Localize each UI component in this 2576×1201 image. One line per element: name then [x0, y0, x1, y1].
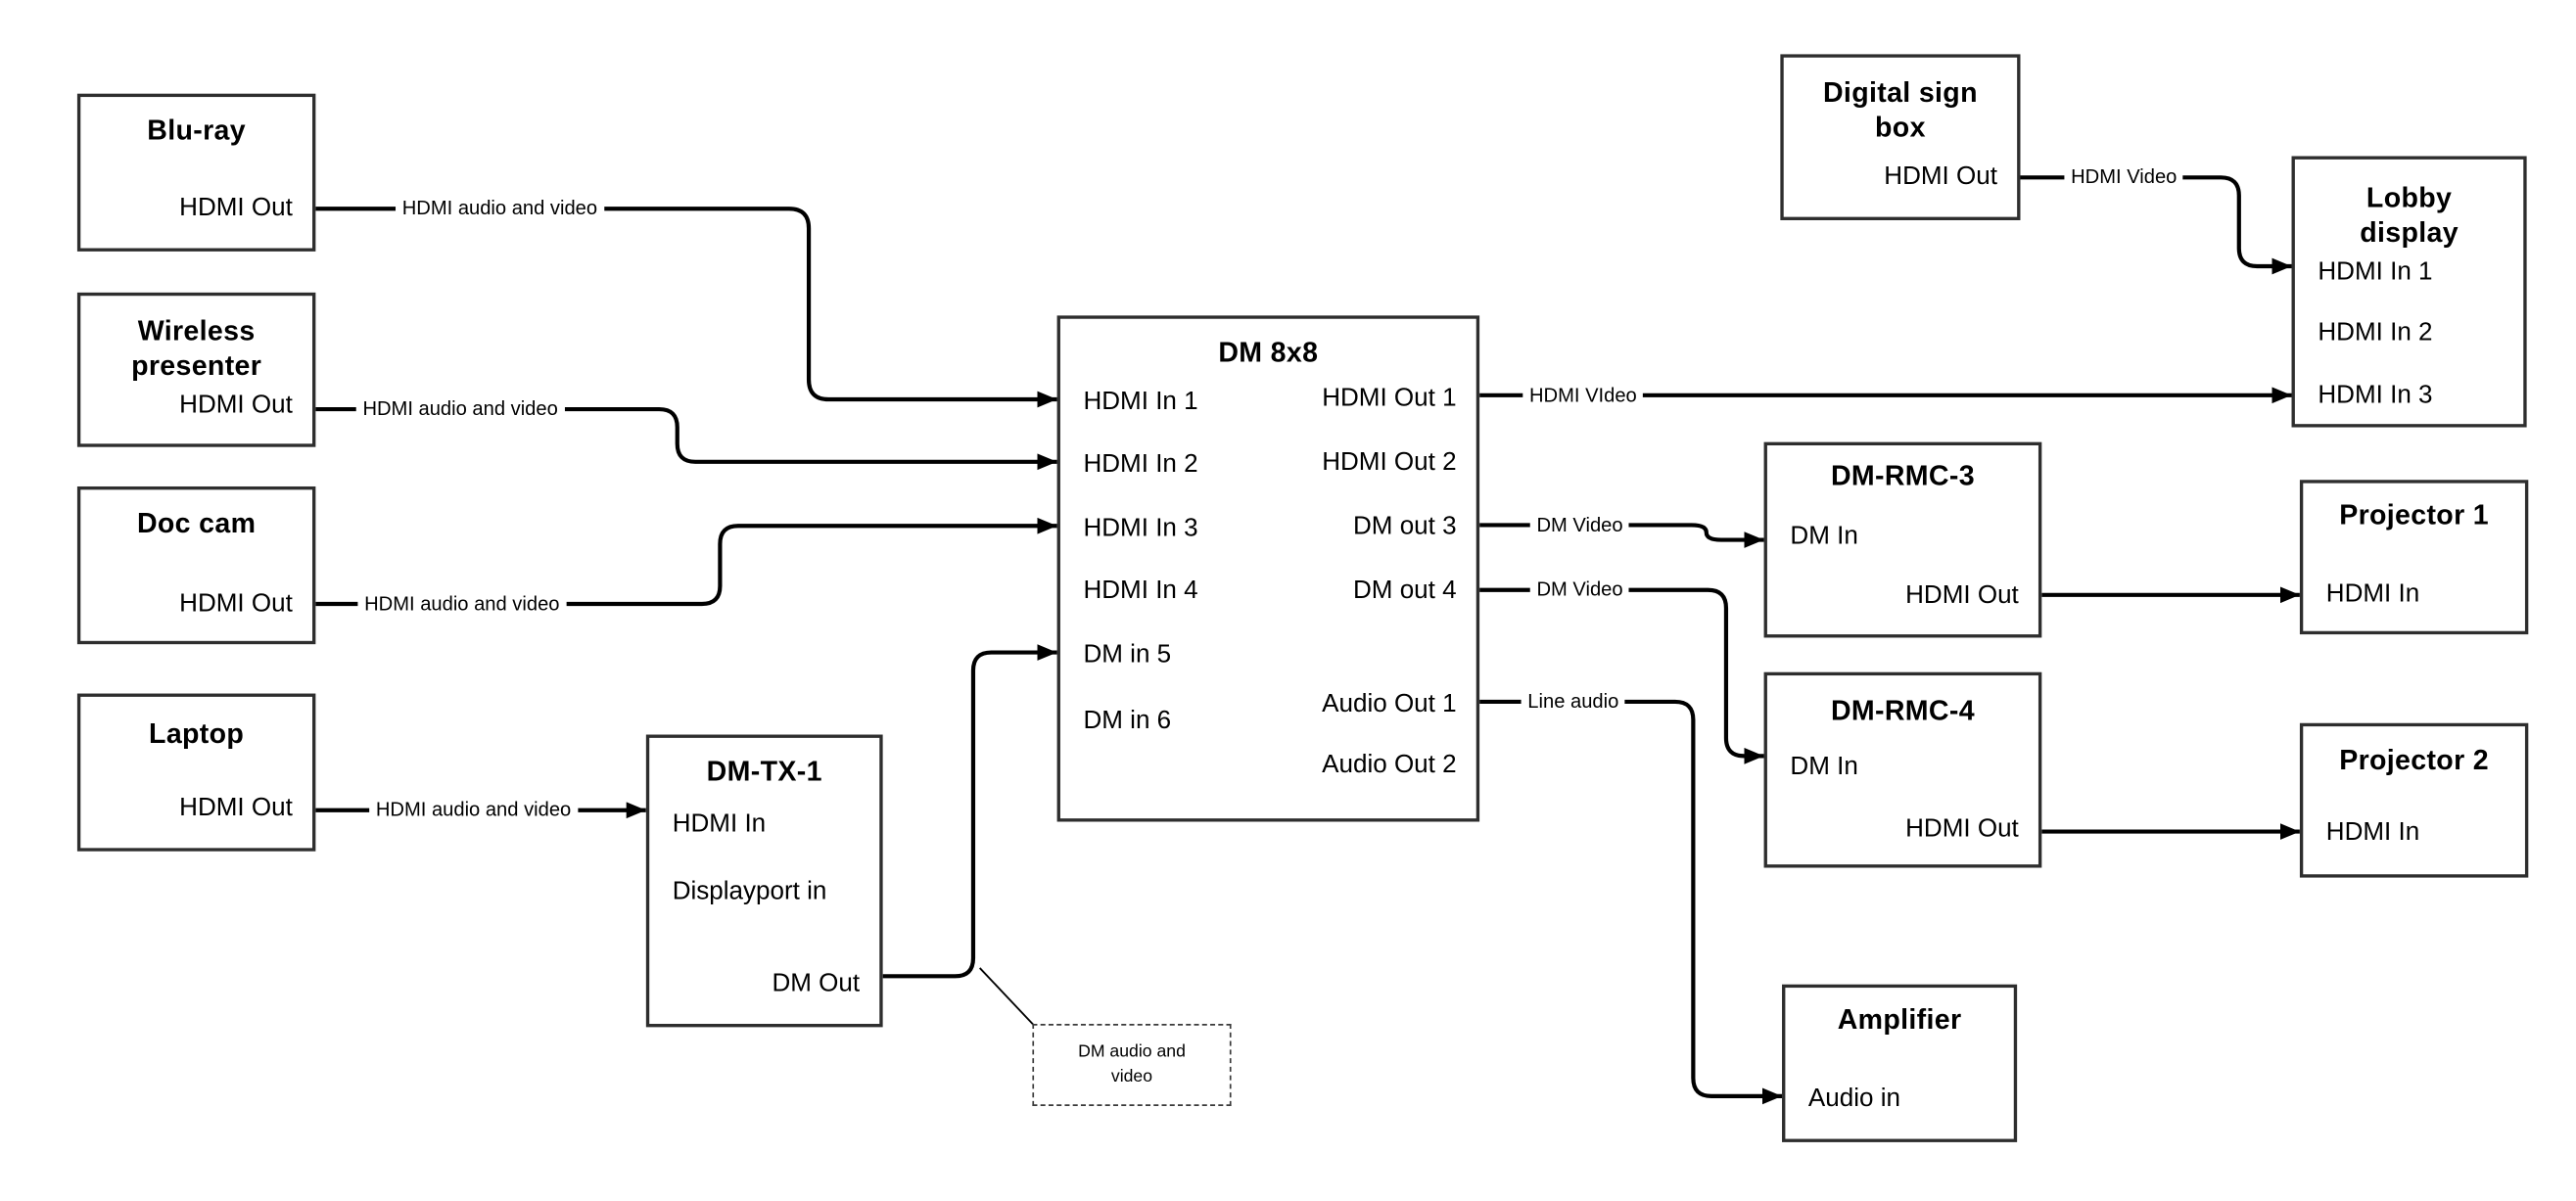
port-bluray-hdmi-out: HDMI Out	[179, 194, 293, 222]
node-dm-tx-1: DM-TX-1 HDMI In Displayport in DM Out	[645, 734, 883, 1028]
port-dmrmc3-hdmi-out: HDMI Out	[1905, 581, 2019, 610]
port-wireless-hdmi-out: HDMI Out	[179, 391, 293, 420]
port-dm8x8-hdmi-out-2: HDMI Out 2	[1322, 448, 1457, 477]
port-dm8x8-audio-out-2: Audio Out 2	[1322, 751, 1457, 779]
port-proj1-hdmi-in: HDMI In	[2325, 579, 2420, 609]
node-title: Projector 1	[2339, 499, 2490, 531]
port-dm8x8-hdmi-in-1: HDMI In 1	[1083, 388, 1198, 416]
node-dm-rmc-3: DM-RMC-3 DM In HDMI Out	[1763, 441, 2042, 638]
node-blu-ray: Blu-ray HDMI Out	[76, 93, 316, 252]
wire-dm8x8-aout1-to-amp	[1479, 699, 1783, 1105]
node-title: Blu-ray	[147, 115, 246, 147]
port-dmrmc3-dm-in: DM In	[1790, 522, 1858, 551]
node-title: DM-RMC-4	[1830, 695, 1975, 727]
node-title: DM 8x8	[1218, 337, 1319, 369]
port-lobby-hdmi-in-3: HDMI In 3	[2318, 381, 2433, 410]
node-dm-rmc-4: DM-RMC-4 DM In HDMI Out	[1763, 671, 2042, 868]
wire-dm8x8-dmout4-to-dmrmc4	[1479, 587, 1764, 764]
wire-label-hdmi-audio-video-3: HDMI audio and video	[357, 591, 567, 617]
callout-leader-line	[979, 967, 1037, 1029]
node-title: Doc cam	[136, 507, 257, 539]
port-dm8x8-hdmi-in-4: HDMI In 4	[1083, 577, 1198, 605]
port-lobby-hdmi-in-1: HDMI In 1	[2318, 257, 2433, 287]
port-amp-audio-in: Audio in	[1807, 1085, 1900, 1113]
port-doccam-hdmi-out: HDMI Out	[179, 589, 293, 619]
port-dmtx1-dm-out: DM Out	[772, 969, 861, 998]
port-lobby-hdmi-in-2: HDMI In 2	[2318, 318, 2433, 347]
port-laptop-hdmi-out: HDMI Out	[179, 793, 293, 822]
wire-label-dm-video-out3: DM Video	[1529, 512, 1630, 538]
wire-label-line-audio: Line audio	[1521, 689, 1626, 715]
wire-label-dm-video-out4: DM Video	[1529, 577, 1630, 603]
port-dm8x8-audio-out-1: Audio Out 1	[1322, 690, 1457, 718]
port-dm8x8-dm-out-3: DM out 3	[1353, 512, 1457, 541]
wire-label-hdmi-audio-video-1: HDMI audio and video	[396, 196, 604, 221]
wire-digitalsign-to-lobby-in1	[2020, 175, 2292, 275]
port-proj2-hdmi-in: HDMI In	[2325, 818, 2420, 847]
wire-label-hdmi-audio-video-4: HDMI audio and video	[369, 798, 578, 823]
node-doc-cam: Doc cam HDMI Out	[76, 485, 316, 645]
port-dm8x8-dm-in-6: DM in 6	[1083, 706, 1172, 735]
wire-bluray-to-dm8x8-in1	[315, 207, 1057, 408]
port-dm8x8-dm-in-5: DM in 5	[1083, 640, 1172, 670]
node-title: Projector 2	[2339, 744, 2490, 776]
node-wireless-presenter: Wireless presenter HDMI Out	[76, 292, 316, 447]
node-title: Digital sign box	[1822, 76, 1978, 144]
node-title: Amplifier	[1837, 1003, 1962, 1036]
port-dmtx1-displayport-in: Displayport in	[672, 877, 827, 906]
port-dm8x8-hdmi-out-1: HDMI Out 1	[1322, 384, 1457, 413]
port-digitalsign-hdmi-out: HDMI Out	[1884, 162, 1997, 191]
wire-dmtx1-to-dm8x8-dm5	[882, 644, 1057, 979]
port-dmrmc4-dm-in: DM In	[1790, 752, 1858, 781]
port-dm8x8-hdmi-in-2: HDMI In 2	[1083, 450, 1198, 479]
node-title: Laptop	[149, 717, 245, 750]
wire-label-hdmi-audio-video-2: HDMI audio and video	[355, 396, 565, 422]
node-title: DM-TX-1	[706, 756, 822, 788]
port-dmtx1-hdmi-in: HDMI In	[672, 809, 767, 839]
port-dm8x8-hdmi-in-3: HDMI In 3	[1083, 514, 1198, 543]
port-dm8x8-dm-out-4: DM out 4	[1353, 577, 1457, 605]
node-title: Wireless presenter	[131, 315, 262, 382]
node-digital-sign-box: Digital sign box HDMI Out	[1780, 54, 2021, 220]
node-title: Lobby display	[2360, 182, 2459, 249]
wire-label-hdmi-video-out1: HDMI VIdeo	[1522, 383, 1644, 408]
node-amplifier: Amplifier Audio in	[1782, 984, 2018, 1142]
node-title: DM-RMC-3	[1830, 460, 1975, 492]
node-projector-2: Projector 2 HDMI In	[2299, 722, 2529, 878]
node-laptop: Laptop HDMI Out	[76, 693, 316, 852]
node-projector-1: Projector 1 HDMI In	[2299, 480, 2529, 635]
node-dm-8x8: DM 8x8 HDMI In 1 HDMI In 2 HDMI In 3 HDM…	[1056, 315, 1480, 822]
port-dmrmc4-hdmi-out: HDMI Out	[1905, 814, 2019, 844]
callout-text: DM audio and video	[1078, 1041, 1186, 1086]
callout-dm-audio-and-video: DM audio and video	[1032, 1024, 1232, 1106]
node-lobby-display: Lobby display HDMI In 1 HDMI In 2 HDMI I…	[2291, 156, 2527, 428]
wire-label-hdmi-video-sign: HDMI Video	[2064, 164, 2184, 190]
